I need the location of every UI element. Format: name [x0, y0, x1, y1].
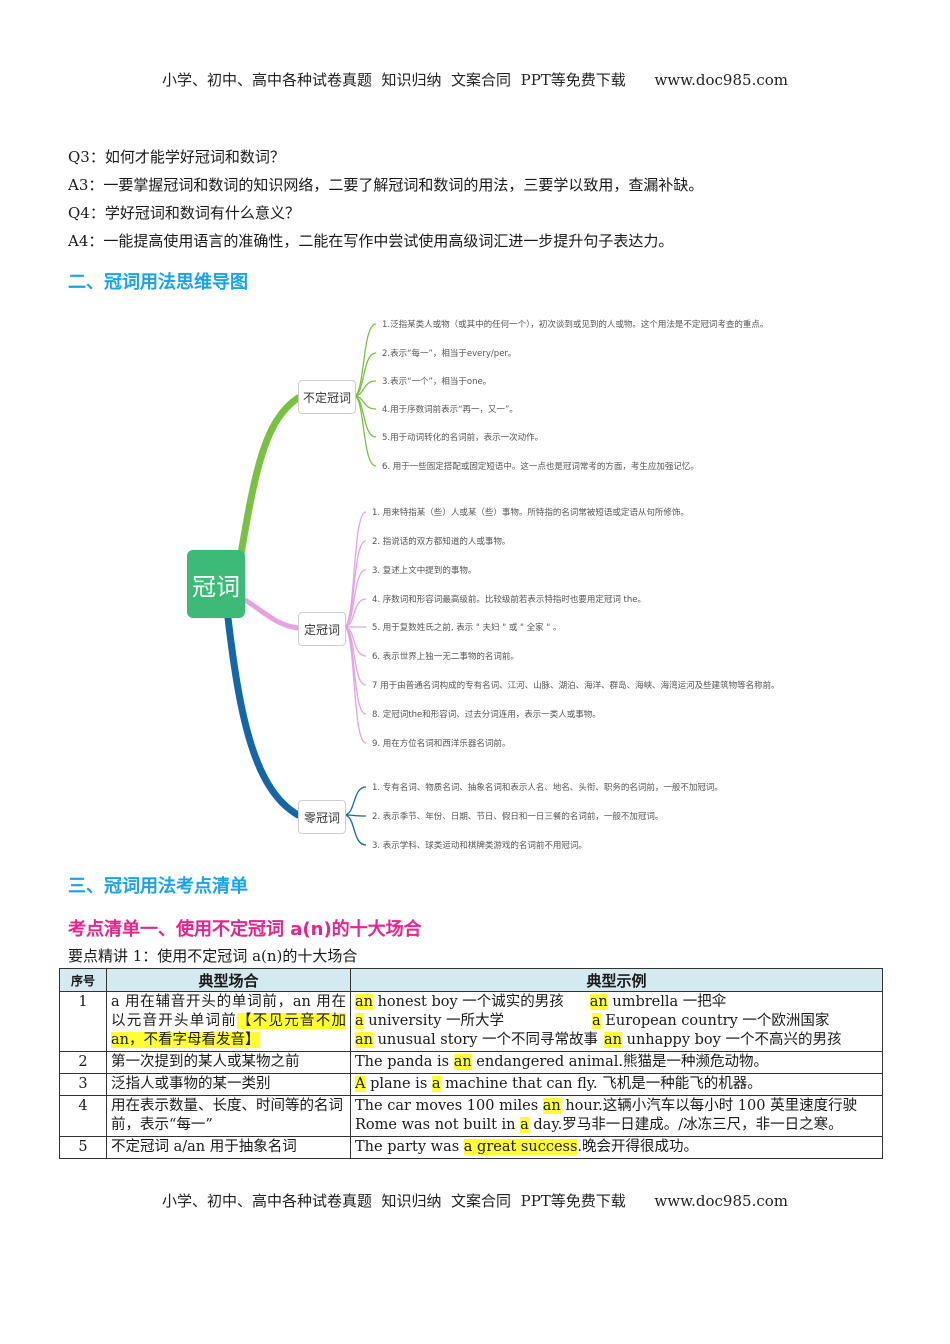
branch-zero	[224, 614, 302, 819]
table-header-row: 序号 典型场合 典型示例	[59, 968, 883, 992]
example-article: an	[589, 994, 608, 1010]
definite-item: 1. 用来特指某（些）人或某（些）事物。所特指的名词常被短语或定语从句所修饰。	[372, 508, 689, 518]
row-scene: 泛指人或事物的某一类别	[106, 1073, 351, 1096]
definite-item: 2. 指说话的双方都知道的人或事物。	[372, 537, 511, 547]
example-article: an	[453, 1054, 472, 1070]
list1-title: 考点清单一、使用不定冠词 a(n)的十大场合	[68, 919, 422, 940]
row-num: 3	[59, 1073, 107, 1096]
example-text: umbrella 一把伞	[607, 994, 727, 1010]
table-row: 5 不定冠词 a/an 用于抽象名词 The party was a great…	[59, 1136, 883, 1159]
example-text: plane is	[365, 1076, 432, 1092]
row-example: A plane is a machine that can fly. 飞机是一种…	[350, 1073, 883, 1096]
example-article: an	[542, 1098, 561, 1114]
indefinite-item: 6. 用于一些固定搭配或固定短语中。这一点也是冠词常考的方面，考生应加强记忆。	[382, 462, 699, 472]
example-text: European country 一个欧洲国家	[600, 1013, 830, 1029]
example-article: an	[604, 1032, 622, 1048]
definite-item: 4. 序数词和形容词最高级前。比较级前若表示特指时也要用定冠词 the。	[372, 595, 646, 605]
row-example: The car moves 100 miles an hour.这辆小汽车以每小…	[350, 1095, 883, 1137]
section2-title: 二、冠词用法思维导图	[68, 272, 248, 293]
example-text: endangered animal.熊猫是一种濒危动物。	[471, 1054, 769, 1070]
q4-text: Q4：学好冠词和数词有什么意义？	[68, 204, 300, 222]
indefinite-item: 1.泛指某类人或物（或其中的任何一个），初次谈到或见到的人或物。这个用法是不定冠…	[382, 320, 769, 330]
example-text: hour.这辆小汽车以每小时 100 英里速度行驶	[560, 1098, 858, 1114]
table-row: 4 用在表示数量、长度、时间等的名词前，表示“每一” The car moves…	[59, 1095, 883, 1137]
definite-item: 5. 用于复数姓氏之前, 表示 " 夫妇 " 或 " 全家 " 。	[372, 623, 562, 633]
zero-item: 3. 表示学科、球类运动和棋牌类游戏的名词前不用冠词。	[372, 841, 587, 851]
example-article: a	[431, 1076, 441, 1092]
example-text: The party was	[355, 1139, 464, 1155]
definite-item: 8. 定冠词the和形容词、过去分词连用，表示一类人或事物。	[372, 710, 601, 720]
row-scene: 不定冠词 a/an 用于抽象名词	[106, 1136, 351, 1159]
definite-item: 9. 用在方位名词和西洋乐器名词前。	[372, 739, 511, 749]
row-example: The party was a great success.晚会开得很成功。	[350, 1136, 883, 1159]
scene-text: a 用在辅音开头的单词前，an 用在以元音开头单词前	[111, 994, 346, 1029]
article-usage-table: 序号 典型场合 典型示例 1 a 用在辅音开头的单词前，an 用在以元音开头单词…	[59, 968, 883, 1159]
definite-item: 6. 表示世界上独一无二事物的名词前。	[372, 652, 519, 662]
indefinite-item: 5.用于动词转化的名词前，表示一次动作。	[382, 433, 544, 443]
a3-text: A3：一要掌握冠词和数词的知识网络，二要了解冠词和数词的用法，三要学以致用，查漏…	[68, 176, 704, 194]
row-num: 2	[59, 1051, 107, 1074]
example-article: A	[355, 1076, 366, 1092]
row-num: 5	[59, 1136, 107, 1159]
a4-text: A4：一能提高使用语言的准确性，二能在写作中尝试使用高级词汇进一步提升句子表达力…	[68, 232, 674, 250]
example-text: machine that can fly. 飞机是一种能飞的机器。	[440, 1076, 762, 1092]
example-text: .晚会开得很成功。	[577, 1139, 699, 1155]
page-footer: 小学、初中、高中各种试卷真题 知识归纳 文案合同 PPT等免费下载 www.do…	[161, 1192, 788, 1210]
example-article: an	[355, 1032, 373, 1048]
example-article: a	[520, 1117, 529, 1133]
mindmap-root: 冠词	[187, 550, 245, 618]
q3-text: Q3：如何才能学好冠词和数词？	[68, 148, 285, 166]
section3-title: 三、冠词用法考点清单	[68, 876, 248, 897]
indefinite-item: 3.表示“一个”，相当于one。	[382, 377, 492, 387]
example-text: day.罗马非一日建成。/冰冻三尺，非一日之寒。	[528, 1117, 843, 1133]
definite-connectors	[343, 511, 367, 744]
zero-item: 2. 表示季节、年份、日期、节日、假日和一日三餐的名词前，一般不加冠词。	[372, 812, 664, 822]
subtitle: 要点精讲 1：使用不定冠词 a(n)的十大场合	[68, 947, 358, 965]
table-row: 1 a 用在辅音开头的单词前，an 用在以元音开头单词前【不见元音不加 an，不…	[59, 991, 883, 1052]
example-text: unhappy boy 一个不高兴的男孩	[622, 1032, 842, 1048]
row-num: 1	[59, 991, 107, 1052]
row-scene: a 用在辅音开头的单词前，an 用在以元音开头单词前【不见元音不加 an，不看字…	[106, 991, 351, 1052]
row-scene: 用在表示数量、长度、时间等的名词前，表示“每一”	[106, 1095, 351, 1137]
mindmap-branches	[224, 323, 377, 846]
row-num: 4	[59, 1095, 107, 1137]
node-zero-article: 零冠词	[298, 800, 346, 834]
col-header-example: 典型示例	[350, 968, 883, 992]
table-row: 2 第一次提到的某人或某物之前 The panda is an endanger…	[59, 1051, 883, 1074]
table-row: 3 泛指人或事物的某一类别 A plane is a machine that …	[59, 1073, 883, 1096]
branch-definite	[242, 597, 301, 631]
example-text: unusual story 一个不同寻常故事	[372, 1032, 599, 1048]
page-header: 小学、初中、高中各种试卷真题 知识归纳 文案合同 PPT等免费下载 www.do…	[161, 71, 788, 89]
col-header-num: 序号	[59, 968, 107, 992]
indefinite-item: 4.用于序数词前表示“再一，又一”。	[382, 405, 518, 415]
example-text: The panda is	[355, 1054, 454, 1070]
example-article: a	[355, 1013, 364, 1029]
row-scene: 第一次提到的某人或某物之前	[106, 1051, 351, 1074]
zero-connectors	[343, 786, 367, 846]
node-definite-article: 定冠词	[298, 612, 346, 646]
node-indefinite-article: 不定冠词	[298, 380, 356, 414]
example-article: an	[355, 994, 373, 1010]
indefinite-connectors	[353, 323, 377, 467]
definite-item: 7 用于由普通名词构成的专有名词、江河、山脉、湖泊、海洋、群岛、海峡、海湾运河及…	[372, 681, 780, 691]
example-article: a great success	[463, 1139, 578, 1155]
zero-item: 1. 专有名词、物质名词、抽象名词和表示人名、地名、头衔、职务的名词前，一般不加…	[372, 783, 723, 793]
indefinite-item: 2.表示“每一”，相当于every/per。	[382, 349, 517, 359]
definite-item: 3. 复述上文中提到的事物。	[372, 566, 477, 576]
example-text: The car moves 100 miles	[355, 1098, 543, 1114]
example-text: honest boy 一个诚实的男孩	[372, 994, 564, 1010]
row-example: The panda is an endangered animal.熊猫是一种濒…	[350, 1051, 883, 1074]
example-article: a	[592, 1013, 601, 1029]
example-text: university 一所大学	[363, 1013, 504, 1029]
branch-indefinite	[236, 394, 302, 564]
col-header-scene: 典型场合	[106, 968, 351, 992]
example-text: Rome was not built in	[355, 1117, 521, 1133]
